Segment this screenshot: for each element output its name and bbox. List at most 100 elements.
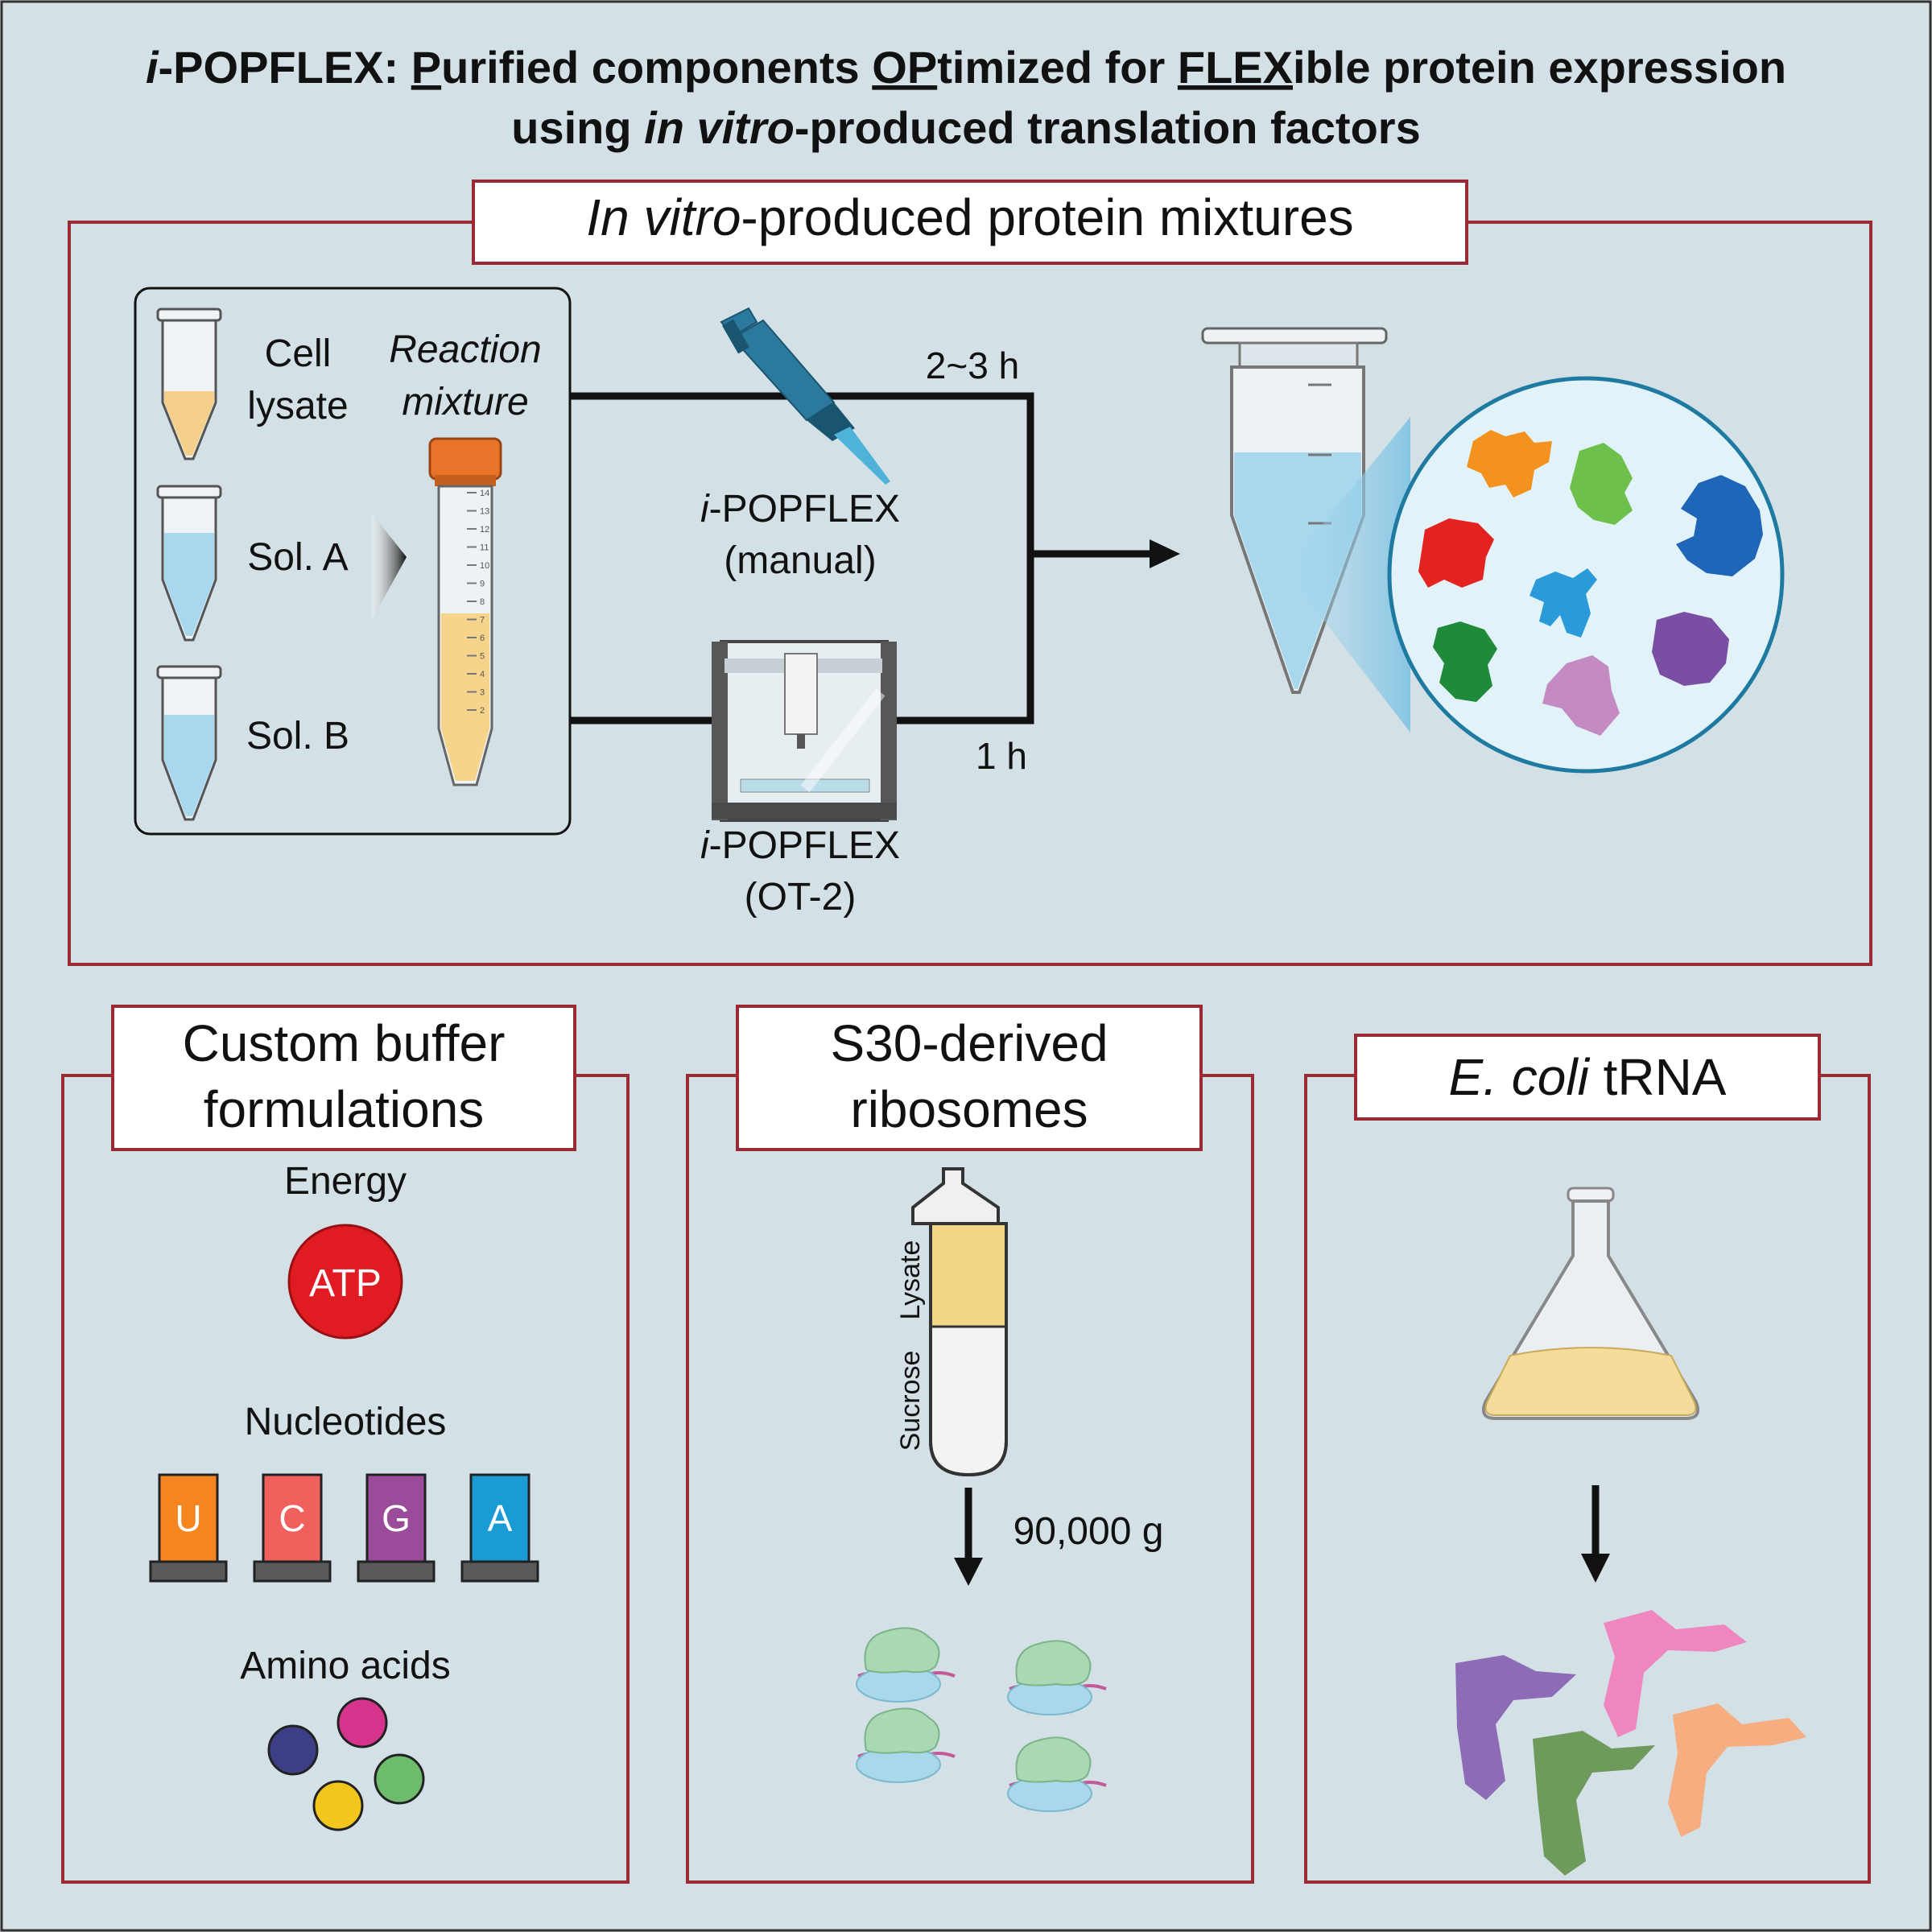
trna-down-arrowhead (1581, 1554, 1610, 1583)
atp-circle (287, 1224, 403, 1340)
reaction-label-2: mixture (402, 381, 528, 423)
ribosome-icon (1007, 1640, 1107, 1715)
title-prefix-italic: i (146, 42, 159, 93)
protein-blobs (1418, 430, 1763, 736)
reaction-label-1: Reaction (389, 328, 541, 371)
title-s1: urified components (441, 42, 872, 93)
falcon-tick-label: 7 (480, 616, 485, 625)
title-l2-post: -produced translation factors (795, 102, 1421, 153)
ot2-label: i-POPFLEX (700, 824, 900, 867)
energy-label: Energy (284, 1160, 407, 1203)
amino-acid-circle (312, 1780, 364, 1831)
buffer-header-2: formulations (204, 1080, 485, 1138)
nucleotide-letter: U (175, 1497, 201, 1539)
sucrose-label: Sucrose (895, 1351, 926, 1451)
flow-arrowhead (1150, 539, 1180, 568)
falcon-tick-label: 14 (480, 489, 489, 498)
title-prefix: -POPFLEX: (159, 42, 411, 93)
falcon-tick-label: 6 (480, 634, 485, 643)
trna-header-italic: E. coli (1449, 1048, 1591, 1106)
protein-cyan (1530, 568, 1597, 638)
trna-pink (1604, 1610, 1747, 1737)
ot2-label-italic: i (700, 824, 710, 867)
protein-green-dark (1433, 621, 1497, 702)
falcon-tick-label: 13 (480, 507, 489, 517)
amino-acid-circle (374, 1753, 425, 1805)
cell-lysate-label-2: lysate (247, 385, 348, 427)
top-panel-header-box (472, 180, 1468, 265)
nucleotide-letter: G (382, 1497, 411, 1539)
sol-a-tube (156, 485, 222, 642)
top-panel-header: In vitro-produced protein mixtures (586, 188, 1353, 246)
amino-acid-circle (267, 1724, 319, 1776)
trna-green (1533, 1731, 1655, 1876)
nucleotide-letter: A (488, 1497, 513, 1539)
ribosome-down-arrowhead (954, 1558, 983, 1586)
top-header-rest: -produced protein mixtures (741, 188, 1353, 246)
nucleotide-U: U (149, 1473, 228, 1583)
ribosome-icon (856, 1627, 956, 1703)
falcon-tick-label: 4 (480, 670, 485, 679)
ribosome-header-1: S30-derived (830, 1014, 1108, 1072)
manual-sub: (manual) (724, 539, 876, 582)
trna-header: E. coli tRNA (1449, 1048, 1727, 1106)
pipette-icon (720, 307, 890, 485)
falcon-tick-label: 9 (480, 580, 485, 589)
top-header-italic: In vitro (586, 188, 741, 246)
cell-lysate-label-1: Cell (265, 332, 332, 375)
falcon-tick-label: 11 (480, 543, 489, 553)
atp-label: ATP (309, 1262, 382, 1305)
nucleotide-G: G (357, 1473, 436, 1583)
amino-acid-circle (336, 1697, 388, 1748)
title-u1: P (411, 42, 441, 93)
title-line-2: using in vitro-produced translation fact… (511, 102, 1420, 153)
title-l2-pre: using (511, 102, 644, 153)
sol-a-label: Sol. A (247, 536, 348, 579)
sol-b-label: Sol. B (246, 715, 349, 758)
ribosome-header-box (736, 1005, 1203, 1151)
cell-lysate-tube (156, 308, 222, 460)
buffer-header-1: Custom buffer (183, 1014, 506, 1072)
trna-header-rest: tRNA (1589, 1048, 1727, 1106)
mix-wedge-arrow (372, 514, 407, 620)
lysate-label: Lysate (895, 1241, 926, 1320)
trna-orange (1668, 1703, 1806, 1837)
nucleotide-A: A (460, 1473, 539, 1583)
title-u2: OP (872, 42, 937, 93)
ribosome-header-2: ribosomes (850, 1080, 1088, 1138)
nucleotide-C: C (253, 1473, 332, 1583)
title-s3: ible protein expression (1293, 42, 1786, 93)
ot2-sub: (OT-2) (745, 876, 857, 919)
manual-label-italic: i (700, 488, 710, 530)
ot2-robot-icon (712, 640, 897, 822)
erlenmeyer-flask-icon (1482, 1187, 1699, 1420)
protein-violet (1652, 612, 1729, 686)
zoom-beam (1285, 417, 1410, 733)
ribosome-icon (1007, 1736, 1107, 1812)
protein-red (1418, 518, 1494, 588)
ot2-label-rest: -POPFLEX (709, 824, 900, 867)
falcon-tick-label: 3 (480, 688, 485, 698)
title-line-1: i-POPFLEX: Purified components OPtimized… (146, 42, 1786, 93)
falcon-tick-label: 2 (480, 706, 485, 716)
amino-acid-circles (267, 1697, 425, 1831)
centrifuge-tube (911, 1167, 1008, 1477)
trna-header-box (1354, 1034, 1821, 1121)
ot2-time: 1 h (976, 735, 1027, 777)
title-s2: timized for (937, 42, 1178, 93)
manual-label-rest: -POPFLEX (709, 488, 900, 530)
manual-label: i-POPFLEX (700, 488, 900, 530)
falcon-tick-label: 5 (480, 652, 485, 662)
trna-molecules (1455, 1610, 1806, 1876)
title-u3: FLEX (1178, 42, 1293, 93)
ribosome-group (856, 1627, 1107, 1812)
protein-green-light (1570, 443, 1633, 525)
manual-time: 2~3 h (926, 345, 1019, 386)
centrifuge-speed: 90,000 g (1013, 1510, 1164, 1553)
falcon-tick-label: 10 (480, 561, 489, 571)
title-l2-italic: in vitro (644, 102, 795, 153)
amino-acids-label: Amino acids (240, 1645, 450, 1687)
